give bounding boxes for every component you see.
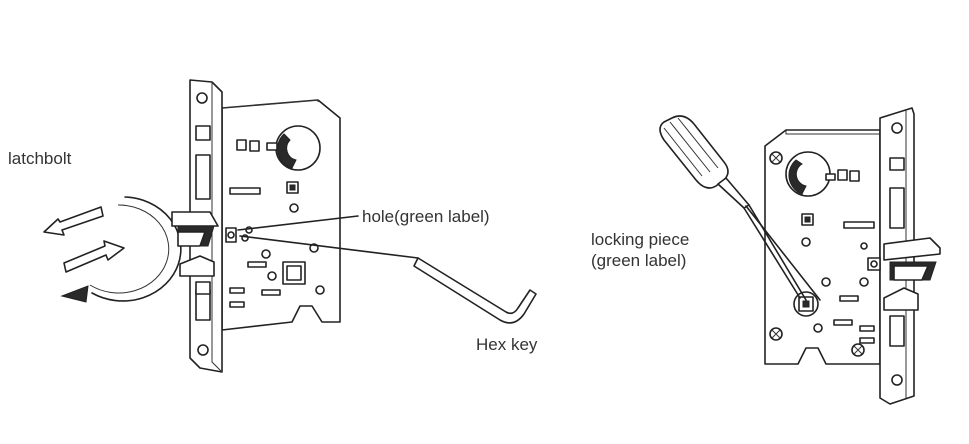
locking-piece-leader-line — [745, 205, 821, 301]
latchbolt-rotation-arrow — [43, 196, 182, 303]
hole-marker — [225, 227, 237, 243]
screwdriver-icon — [659, 115, 807, 301]
latchbolt-label: latchbolt — [8, 149, 72, 168]
hex-key-label: Hex key — [476, 335, 538, 354]
left-mortise-lock — [171, 79, 341, 373]
hex-key-leader-line — [239, 235, 419, 259]
locking-piece-label: locking piece (green label) — [591, 229, 689, 271]
hex-key-icon — [413, 257, 537, 324]
hole-label: hole(green label) — [362, 207, 490, 226]
locking-piece-label-line1: locking piece — [591, 230, 690, 249]
right-arrow-icon — [63, 240, 125, 273]
right-mortise-lock — [764, 107, 941, 405]
left-arrow-icon — [43, 206, 104, 236]
locking-piece-label-line2: (green label) — [591, 251, 687, 270]
hole-leader-line — [237, 215, 359, 231]
